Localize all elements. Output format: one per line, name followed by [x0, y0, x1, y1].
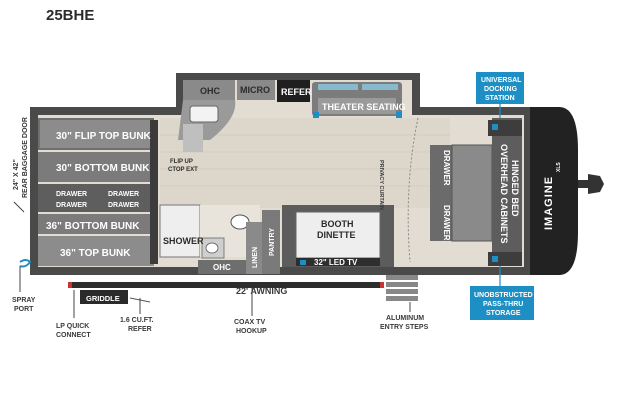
booth-label: BOOTH — [321, 219, 354, 229]
ctop-ext-label: CTOP EXT — [168, 167, 198, 173]
drawer-label-1: DRAWER — [56, 191, 87, 198]
flip-up-label: FLIP UP — [170, 159, 193, 165]
awning-label: 22' AWNING — [236, 286, 287, 296]
shower-label: SHOWER — [163, 236, 204, 246]
entry-steps-label-2: ENTRY STEPS — [380, 324, 429, 331]
model-name: 25BHE — [46, 7, 94, 24]
bunk-36-top-label: 36" TOP BUNK — [60, 248, 131, 259]
led-tv-label: 32" LED TV — [314, 258, 358, 267]
universal-docking-text-3: STATION — [485, 95, 515, 102]
baggage-door-size: 24" X 42" — [13, 159, 20, 190]
pass-thru-text-3: STORAGE — [486, 310, 521, 317]
hinged-bed-label: HINGED BED — [510, 160, 520, 217]
lp-quick-label-1: LP QUICK — [56, 323, 89, 330]
micro-label: MICRO — [240, 85, 270, 95]
awning — [68, 282, 384, 288]
brand-sub: XLS — [556, 162, 562, 172]
bunk-30-flip-label: 30" FLIP TOP BUNK — [56, 131, 152, 142]
coax-label-2: HOOKUP — [236, 328, 267, 335]
linen-label: LINEN — [252, 247, 259, 268]
pass-thru-text-1: UNOBSTRUCTED — [474, 292, 533, 299]
overhead-cabinets-label: OVERHEAD CABINETS — [499, 144, 509, 244]
bunk-36-bottom-label: 36" BOTTOM BUNK — [46, 221, 140, 232]
universal-docking-text-2: DOCKING — [484, 86, 518, 93]
baggage-door-label: REAR BAGGAGE DOOR — [22, 117, 29, 198]
hitch — [578, 174, 604, 194]
ohc-bath-label: OHC — [213, 263, 231, 272]
griddle-box — [80, 290, 128, 304]
universal-docking-text-1: UNIVERSAL — [481, 77, 522, 84]
spray-port-label-2: PORT — [14, 306, 34, 313]
pantry-label: PANTRY — [269, 228, 276, 256]
bunk-30-bottom-label: 30" BOTTOM BUNK — [56, 163, 150, 174]
dinette-label: DINETTE — [317, 230, 356, 240]
refer-16-label-2: REFER — [128, 326, 152, 333]
entry-steps-label-1: ALUMINUM — [386, 315, 424, 322]
privacy-curtain-label: PRIVACY CURTAIN — [378, 160, 384, 210]
drawer-label-4: DRAWER — [108, 202, 139, 209]
griddle-label: GRIDDLE — [86, 294, 120, 303]
lp-quick-label-2: CONNECT — [56, 332, 91, 339]
refer-16-label-1: 1.6 CU.FT. — [120, 317, 154, 324]
bedroom-drawer-1: DRAWER — [442, 150, 451, 186]
drawer-label-2: DRAWER — [56, 202, 87, 209]
spray-port-icon — [19, 259, 32, 268]
bedroom-drawer-2: DRAWER — [442, 205, 451, 241]
ohc-kitchen-label: OHC — [200, 86, 221, 96]
spray-port-label-1: SPRAY — [12, 297, 36, 304]
brand-logo: IMAGINE — [543, 176, 555, 230]
bathroom — [159, 204, 280, 274]
kitchen-slide — [178, 80, 402, 152]
pass-thru-text-2: PASS-THRU — [483, 301, 523, 308]
pass-thru-storage-callout — [470, 286, 534, 320]
drawer-label-3: DRAWER — [108, 191, 139, 198]
theater-seating-label: THEATER SEATING — [322, 102, 406, 112]
dinette — [282, 205, 394, 267]
universal-docking-callout — [476, 72, 524, 104]
bunk-area — [38, 118, 158, 266]
coax-label-1: COAX TV — [234, 319, 265, 326]
bedroom — [430, 118, 522, 266]
entry-steps — [386, 275, 418, 301]
callout-lines — [73, 288, 411, 318]
refer-label: REFER — [281, 87, 312, 97]
